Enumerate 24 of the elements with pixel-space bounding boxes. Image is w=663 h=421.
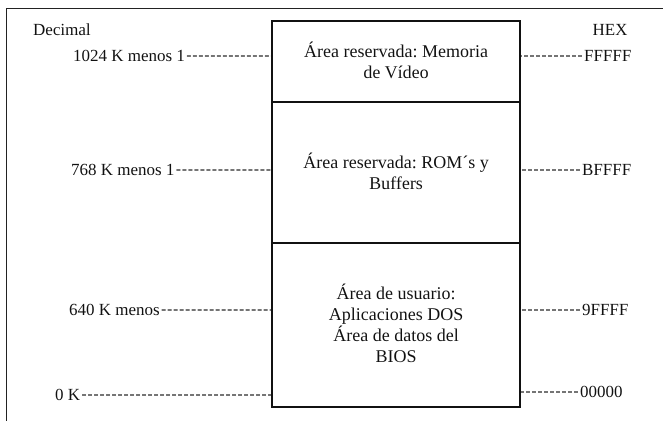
memory-region-box [271, 242, 521, 408]
column-heading: Decimal [33, 20, 91, 40]
region-label: Área reservada: ROM´s y Buffers [302, 152, 490, 194]
memory-region-box [271, 101, 521, 244]
leader-line [82, 394, 271, 396]
decimal-address: 0 K [55, 385, 80, 405]
hex-address: BFFFF [582, 160, 632, 180]
leader-line [521, 391, 578, 393]
hex-address: 00000 [580, 382, 622, 402]
leader-line [176, 169, 271, 171]
decimal-address: 1024 K menos 1 [73, 46, 185, 66]
leader-line [162, 309, 271, 311]
region-label: Área reservada: Memoria de Vídeo [303, 40, 489, 82]
leader-line [521, 169, 580, 171]
hex-address: FFFFF [584, 46, 632, 66]
region-label: Área de usuario: Aplicaciones DOS Área de datos del BIOS [328, 283, 464, 367]
leader-line [186, 55, 271, 57]
hex-address: 9FFFF [582, 300, 628, 320]
leader-line [521, 55, 582, 57]
column-heading: HEX [592, 20, 628, 40]
memory-region-box [271, 20, 521, 103]
decimal-address: 768 K menos 1 [71, 160, 174, 180]
decimal-address: 640 K menos [69, 300, 160, 320]
leader-line [521, 309, 580, 311]
